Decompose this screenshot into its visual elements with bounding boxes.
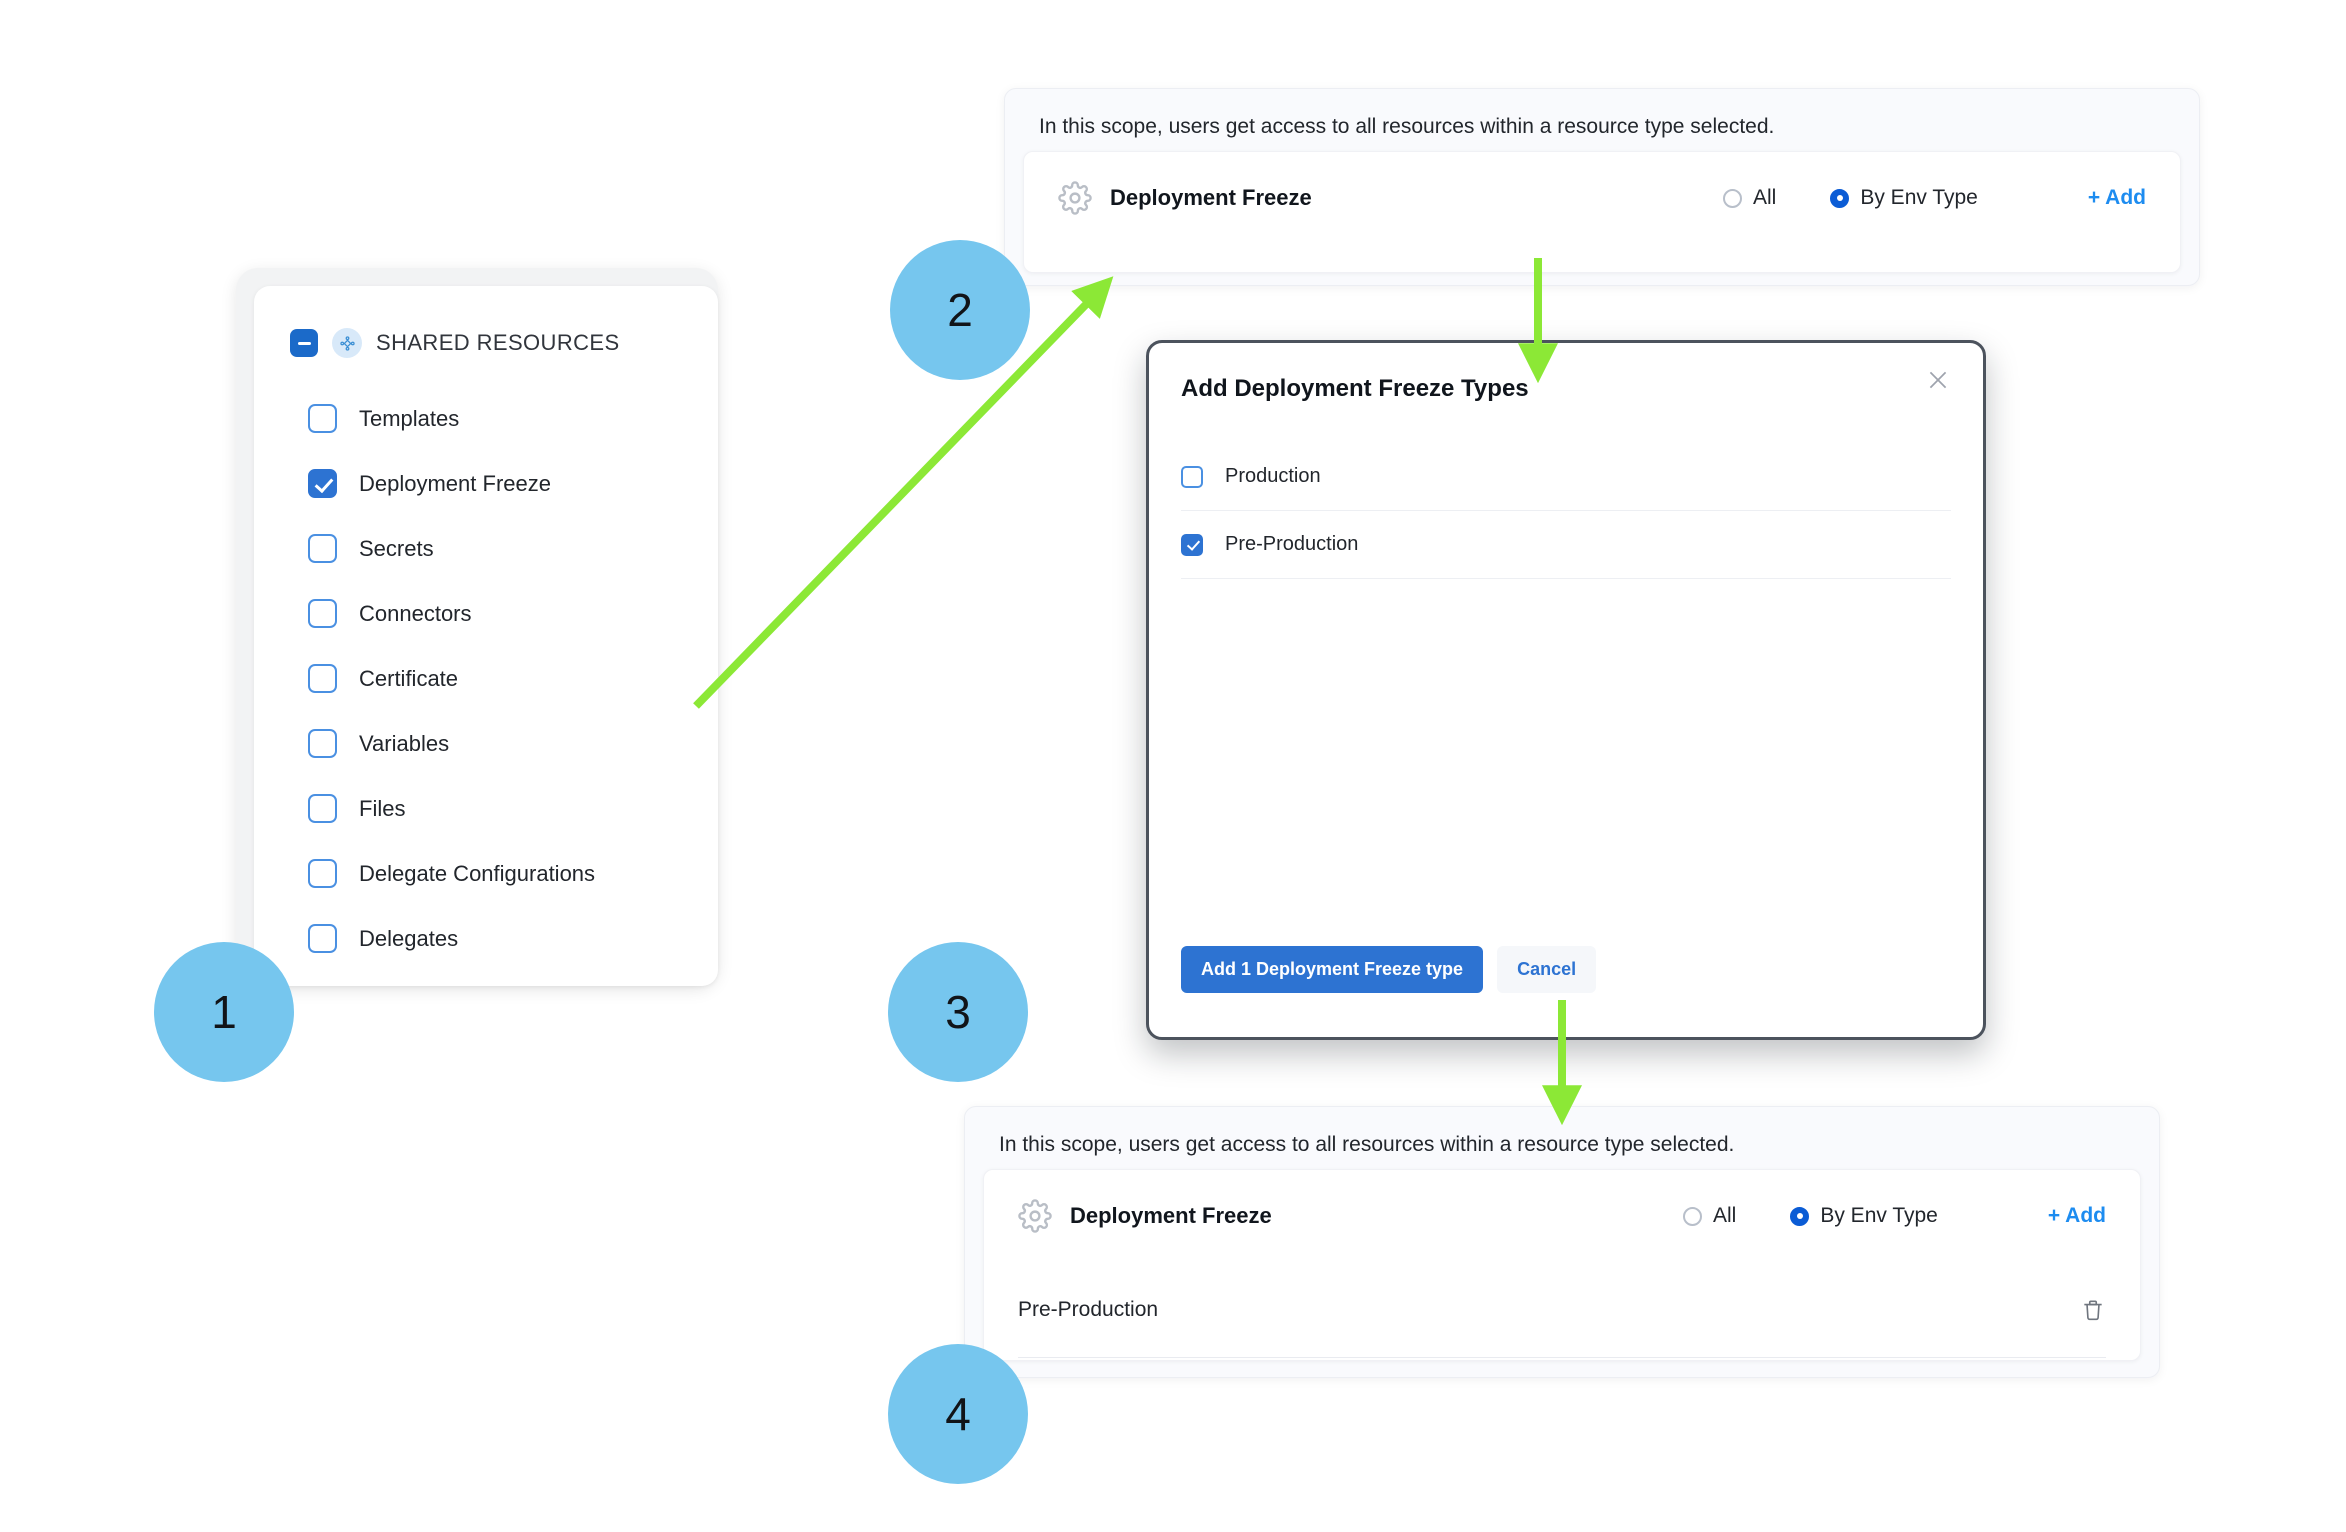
resource-type-controls: All By Env Type + Add [1683,1204,2106,1228]
list-item-label: Templates [359,405,460,431]
checkbox-secrets[interactable] [308,534,337,563]
gear-icon [1018,1199,1052,1233]
list-item[interactable]: Pre-Production [1181,511,1951,579]
radio-option-all[interactable]: All [1723,186,1776,210]
resource-type-name: Deployment Freeze [1070,1203,1272,1228]
shared-resources-card: SHARED RESOURCES Templates Deployment Fr… [254,286,718,986]
shared-resources-icon [332,328,362,358]
add-types-button[interactable]: Add 1 Deployment Freeze type [1181,946,1484,993]
list-item-label: Files [359,795,406,821]
list-item-label: Production [1225,465,1321,487]
list-item-label: Secrets [359,535,434,561]
resource-type-row: Deployment Freeze All By Env Type + Add [984,1170,2140,1262]
shared-resources-header[interactable]: SHARED RESOURCES [290,328,620,358]
list-item-label: Deployment Freeze [359,470,551,496]
resource-type-card: Deployment Freeze All By Env Type + Add … [983,1169,2141,1361]
step-badge-label: 2 [947,284,973,336]
radio-all[interactable] [1683,1206,1702,1226]
step-badge-4: 4 [888,1344,1028,1484]
selected-env-type-row: Pre-Production [984,1262,2140,1358]
add-deployment-freeze-types-modal: Add Deployment Freeze Types Production P… [1146,340,1986,1040]
list-item-label: Pre-Production [1225,533,1359,555]
checkbox-deployment-freeze[interactable] [308,469,337,498]
close-icon[interactable] [1925,367,1955,397]
list-item-label: Connectors [359,600,472,626]
selected-env-type-label: Pre-Production [1018,1298,1159,1321]
radio-all-label: All [1713,1204,1737,1227]
resource-type-row: Deployment Freeze All By Env Type + Add [1024,152,2180,244]
radio-by-env-type-label: By Env Type [1820,1204,1938,1227]
shared-resources-list: Templates Deployment Freeze Secrets Conn… [254,386,718,971]
radio-by-env-type[interactable] [1830,188,1850,208]
radio-by-env-type[interactable] [1790,1206,1810,1226]
checkbox-files[interactable] [308,794,337,823]
resource-type-card: Deployment Freeze All By Env Type + Add [1023,151,2181,273]
shared-resources-title: SHARED RESOURCES [376,330,620,355]
scope-note: In this scope, users get access to all r… [999,1133,1735,1156]
minus-icon[interactable] [290,329,318,357]
step-badge-3: 3 [888,942,1028,1082]
list-item[interactable]: Secrets [254,516,718,581]
scope-note: In this scope, users get access to all r… [1039,115,1775,138]
list-item[interactable]: Variables [254,711,718,776]
resource-type-controls: All By Env Type + Add [1723,186,2146,210]
env-type-list: Production Pre-Production [1181,443,1951,579]
list-item[interactable]: Templates [254,386,718,451]
radio-all[interactable] [1723,188,1742,208]
step-badge-1: 1 [154,942,294,1082]
resource-type-name: Deployment Freeze [1110,185,1312,210]
radio-all-label: All [1753,186,1777,209]
list-item[interactable]: Connectors [254,581,718,646]
checkbox-delegate-configurations[interactable] [308,859,337,888]
arrow-left-to-top-panel [693,276,1114,709]
checkbox-connectors[interactable] [308,599,337,628]
radio-option-by-env-type[interactable]: By Env Type [1790,1204,1938,1228]
gear-icon [1058,181,1092,215]
list-item-label: Variables [359,730,450,756]
checkbox-templates[interactable] [308,404,337,433]
checkbox-certificate[interactable] [308,664,337,693]
list-item-label: Delegates [359,925,459,951]
radio-by-env-type-label: By Env Type [1860,186,1978,209]
modal-title: Add Deployment Freeze Types [1181,375,1529,402]
list-item-label: Delegate Configurations [359,860,596,886]
scope-panel-top: In this scope, users get access to all r… [1004,88,2200,286]
step-badge-label: 1 [211,986,237,1038]
step-badge-2: 2 [890,240,1030,380]
list-item-label: Certificate [359,665,459,691]
list-item[interactable]: Delegates [254,906,718,971]
modal-footer: Add 1 Deployment Freeze type Cancel [1181,946,1597,993]
list-item[interactable]: Certificate [254,646,718,711]
checkbox-production[interactable] [1181,465,1203,488]
cancel-button[interactable]: Cancel [1497,946,1597,993]
trash-icon[interactable] [2080,1296,2106,1324]
step-badge-label: 4 [945,1388,971,1440]
add-button[interactable]: + Add [2087,186,2146,209]
list-item[interactable]: Production [1181,443,1951,511]
radio-option-by-env-type[interactable]: By Env Type [1830,186,1978,210]
list-item[interactable]: Deployment Freeze [254,451,718,516]
list-item[interactable]: Files [254,776,718,841]
radio-option-all[interactable]: All [1683,1204,1736,1228]
add-button[interactable]: + Add [2047,1204,2106,1227]
checkbox-delegates[interactable] [308,924,337,953]
scope-panel-bottom: In this scope, users get access to all r… [964,1106,2160,1378]
checkbox-pre-production[interactable] [1181,533,1203,556]
checkbox-variables[interactable] [308,729,337,758]
step-badge-label: 3 [945,986,971,1038]
list-item[interactable]: Delegate Configurations [254,841,718,906]
